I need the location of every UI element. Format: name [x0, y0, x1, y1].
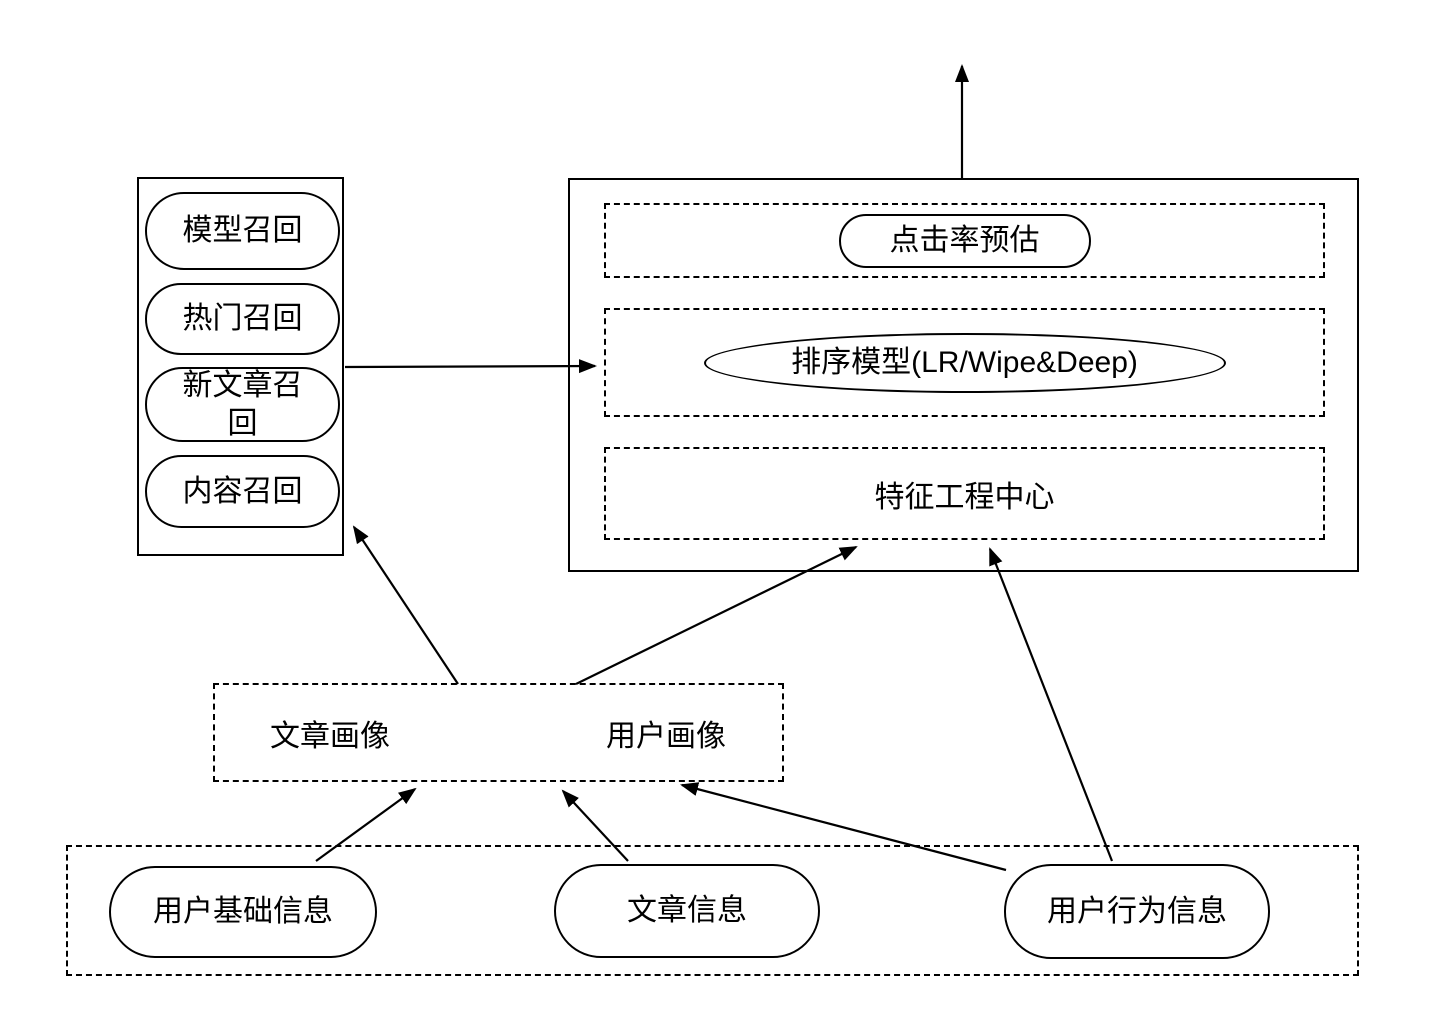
rank-model-ellipse: 排序模型(LR/Wipe&Deep) — [703, 332, 1226, 393]
feature-center-section: 特征工程中心 — [604, 447, 1325, 540]
source-item-article: 文章信息 — [554, 864, 820, 958]
recall-item-new-article-label: 新文章召回 — [182, 369, 303, 440]
arrow-behavior-to-feature-center — [988, 547, 1114, 862]
arrow-recall-to-rank-model — [344, 359, 597, 374]
source-item-user-basic: 用户基础信息 — [109, 866, 377, 958]
recall-item-content-label: 内容召回 — [182, 474, 303, 508]
ctr-label: 点击率预估 — [889, 223, 1040, 257]
ctr-pill: 点击率预估 — [838, 213, 1091, 268]
rank-model-label: 排序模型(LR/Wipe&Deep) — [791, 345, 1138, 379]
recall-item-content: 内容召回 — [145, 455, 340, 528]
source-item-user-basic-label: 用户基础信息 — [153, 895, 333, 929]
user-profile-label: 用户画像 — [606, 719, 726, 753]
profile-panel: 文章画像 用户画像 — [213, 683, 784, 782]
ctr-section: 点击率预估 — [604, 203, 1325, 278]
source-item-article-label: 文章信息 — [627, 894, 747, 928]
recall-item-model-label: 模型召回 — [182, 214, 303, 248]
feature-center-label: 特征工程中心 — [874, 480, 1055, 514]
source-item-user-behavior-label: 用户行为信息 — [1047, 894, 1227, 928]
recall-item-hot-label: 热门召回 — [182, 302, 303, 336]
rank-model-section: 排序模型(LR/Wipe&Deep) — [604, 308, 1325, 417]
article-profile-label: 文章画像 — [270, 719, 390, 753]
recall-panel: 模型召回 热门召回 新文章召回 内容召回 — [137, 177, 344, 556]
source-panel: 用户基础信息 文章信息 用户行为信息 — [66, 845, 1359, 976]
recall-item-model: 模型召回 — [145, 192, 340, 270]
recall-item-hot: 热门召回 — [145, 283, 340, 355]
source-item-user-behavior: 用户行为信息 — [1004, 864, 1270, 959]
arrow-profile-to-recall — [352, 525, 459, 685]
recall-item-new-article: 新文章召回 — [145, 367, 340, 442]
ranking-panel: 点击率预估 排序模型(LR/Wipe&Deep) 特征工程中心 — [568, 178, 1359, 572]
